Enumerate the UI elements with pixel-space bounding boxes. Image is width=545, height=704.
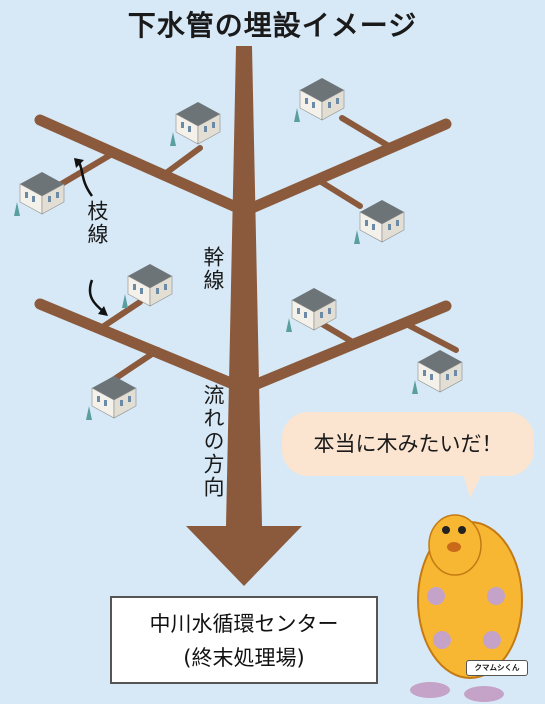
house-icon <box>169 101 221 147</box>
mascot-name-tag: クマムシくん <box>466 660 528 676</box>
flow-arrow-head <box>186 526 302 586</box>
house-icon <box>293 77 345 123</box>
lower-left-branch <box>34 298 244 392</box>
upper-right-branch <box>246 118 452 214</box>
house-icon <box>13 171 65 217</box>
flow-direction-label: 流れの方向 <box>201 384 225 499</box>
treatment-center-subtitle: (終末処理場) <box>183 646 305 670</box>
upper-left-branch <box>34 114 244 214</box>
treatment-center-name: 中川水循環センター <box>149 612 339 636</box>
mascot-kumamushi <box>410 514 523 702</box>
trunk-pipe <box>186 46 302 586</box>
house-icon <box>121 263 173 309</box>
page-title: 下水管の埋設イメージ <box>127 9 418 42</box>
house-icon <box>411 349 463 395</box>
branch-pipes <box>34 114 459 392</box>
branch-pointer-arrows <box>74 158 108 316</box>
speech-bubble-tail <box>462 470 484 498</box>
treatment-center-box: 中川水循環センター (終末処理場) <box>110 596 378 684</box>
trunk-line-label: 幹線 <box>201 246 225 292</box>
branch-line-label: 枝線 <box>85 200 109 246</box>
speech-bubble: 本当に木みたいだ！ <box>282 412 534 476</box>
house-icon <box>85 375 137 421</box>
lower-right-branch <box>246 300 452 392</box>
